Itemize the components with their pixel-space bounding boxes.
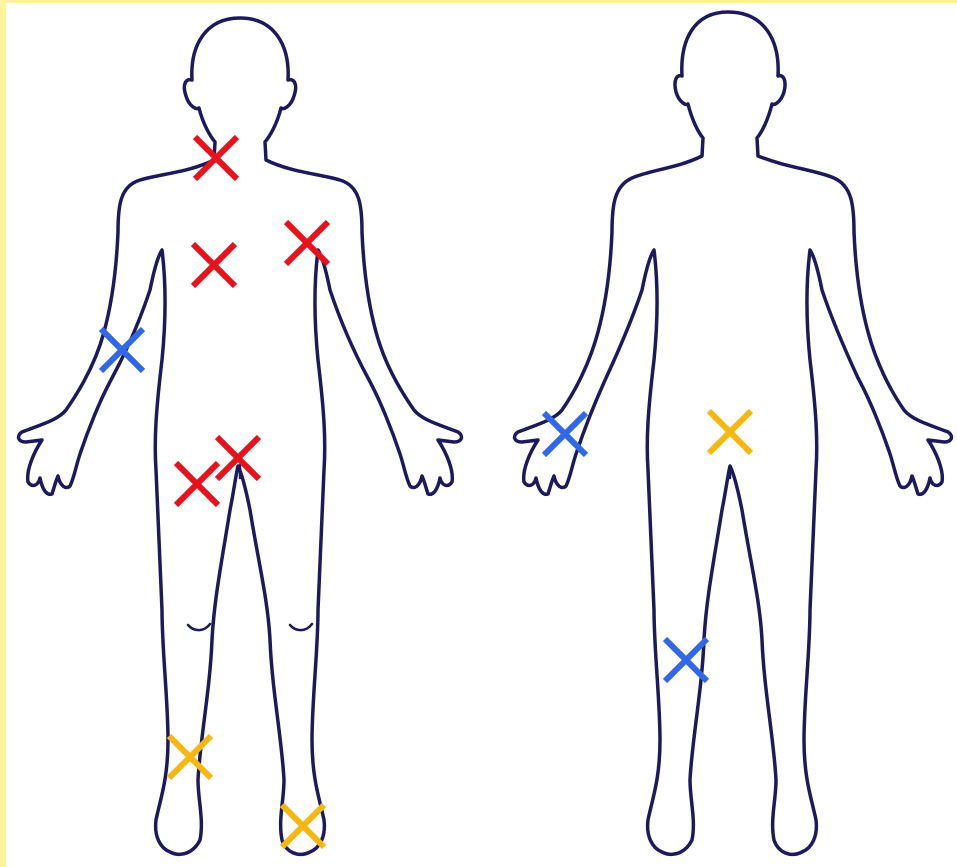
yellow-x-marker-front-right-lower-leg [169, 736, 211, 778]
red-x-marker-front-left-shoulder [286, 222, 328, 264]
blue-x-marker-back-left-hand [544, 413, 586, 455]
front-body-detail-line [290, 624, 312, 630]
front-body-figure [19, 18, 462, 854]
blue-x-marker-front-right-forearm [101, 329, 143, 371]
front-body-outline [19, 18, 462, 854]
front-body-detail-line [188, 624, 210, 630]
yellow-x-marker-front-left-foot [282, 805, 324, 847]
blue-x-marker-back-left-calf [665, 639, 707, 681]
red-x-marker-front-chest-center [193, 244, 235, 286]
figures-layer [19, 12, 952, 854]
red-x-marker-front-groin-lower [176, 463, 218, 505]
yellow-x-marker-back-lower-back [709, 411, 751, 453]
